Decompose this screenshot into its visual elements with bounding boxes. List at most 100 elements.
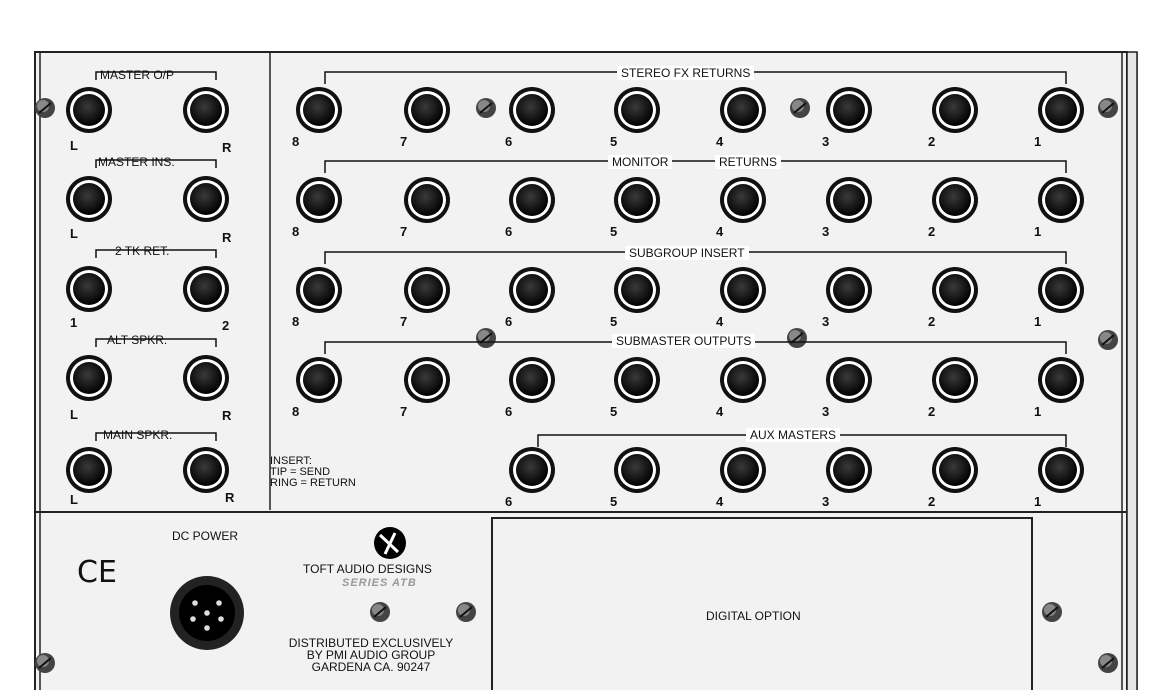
row-jack-monitor-returns[interactable]: [404, 177, 450, 223]
screw-icon: [370, 602, 390, 622]
row-jack-submaster-outputs[interactable]: [614, 357, 660, 403]
row-jack-stereo-fx-returns[interactable]: [296, 87, 342, 133]
row-jack-stereo-fx-returns[interactable]: [1038, 87, 1084, 133]
row-jack-aux-masters[interactable]: [1038, 447, 1084, 493]
jack-number: 7: [400, 404, 408, 419]
two-tk-ret-jack-right[interactable]: [183, 266, 229, 312]
row-jack-subgroup-insert[interactable]: [720, 267, 766, 313]
jack-number: 6: [505, 314, 513, 329]
insert-note: INSERT: TIP = SEND RING = RETURN: [270, 456, 356, 489]
row-jack-submaster-outputs[interactable]: [1038, 357, 1084, 403]
group-bracket: [95, 249, 217, 258]
jack-number: 1: [1034, 134, 1042, 149]
screw-icon: [787, 328, 807, 348]
row-jack-monitor-returns[interactable]: [932, 177, 978, 223]
aux-masters-title: AUX MASTERS: [746, 428, 841, 442]
row-jack-subgroup-insert[interactable]: [932, 267, 978, 313]
row-jack-subgroup-insert[interactable]: [296, 267, 342, 313]
jack-number: 4: [716, 134, 724, 149]
row-jack-monitor-returns[interactable]: [509, 177, 555, 223]
row-jack-aux-masters[interactable]: [826, 447, 872, 493]
main-spkr-l: L: [70, 492, 78, 507]
jack-number: 5: [610, 134, 618, 149]
row-jack-stereo-fx-returns[interactable]: [509, 87, 555, 133]
row-jack-subgroup-insert[interactable]: [614, 267, 660, 313]
jack-number: 7: [400, 314, 408, 329]
jack-number: 2: [928, 494, 936, 509]
dc-power-label: DC POWER: [172, 529, 238, 543]
row-jack-submaster-outputs[interactable]: [296, 357, 342, 403]
master-ins-jack-left[interactable]: [66, 176, 112, 222]
row-jack-monitor-returns[interactable]: [1038, 177, 1084, 223]
screw-icon: [476, 98, 496, 118]
main-spkr-r: R: [225, 490, 235, 505]
row-jack-subgroup-insert[interactable]: [1038, 267, 1084, 313]
row-jack-stereo-fx-returns[interactable]: [932, 87, 978, 133]
row-jack-aux-masters[interactable]: [932, 447, 978, 493]
jack-number: 2: [928, 404, 936, 419]
row-jack-stereo-fx-returns[interactable]: [720, 87, 766, 133]
jack-number: 5: [610, 494, 618, 509]
row-jack-stereo-fx-returns[interactable]: [614, 87, 660, 133]
distributed-line: DISTRIBUTED EXCLUSIVELY: [288, 636, 454, 650]
jack-number: 5: [610, 404, 618, 419]
row-jack-submaster-outputs[interactable]: [720, 357, 766, 403]
master-ins-jack-right[interactable]: [183, 176, 229, 222]
row-jack-monitor-returns[interactable]: [720, 177, 766, 223]
brand-label: TOFT AUDIO DESIGNS: [303, 562, 432, 576]
screw-icon: [456, 602, 476, 622]
jack-number: 3: [822, 404, 830, 419]
row-jack-monitor-returns[interactable]: [826, 177, 872, 223]
group-bracket: [324, 160, 1067, 173]
screw-icon: [1042, 602, 1062, 622]
row-jack-monitor-returns[interactable]: [296, 177, 342, 223]
master-op-r: R: [222, 140, 232, 155]
master-op-jack-right[interactable]: [183, 87, 229, 133]
two-tk-ret-1: 1: [70, 315, 78, 330]
returns-title: RETURNS: [715, 155, 782, 169]
row-jack-submaster-outputs[interactable]: [404, 357, 450, 403]
row-jack-monitor-returns[interactable]: [614, 177, 660, 223]
row-jack-aux-masters[interactable]: [614, 447, 660, 493]
master-ins-r: R: [222, 230, 232, 245]
master-op-title: MASTER O/P: [100, 68, 175, 82]
monitor-title: MONITOR: [608, 155, 673, 169]
dc-power-connector: [170, 576, 244, 650]
row-jack-subgroup-insert[interactable]: [404, 267, 450, 313]
group-bracket: [95, 71, 217, 80]
row-jack-stereo-fx-returns[interactable]: [404, 87, 450, 133]
main-spkr-jack-left[interactable]: [66, 447, 112, 493]
main-spkr-jack-right[interactable]: [183, 447, 229, 493]
master-op-l: L: [70, 138, 78, 153]
toft-logo: [374, 527, 406, 559]
subgroup-insert-title: SUBGROUP INSERT: [625, 246, 749, 260]
row-jack-subgroup-insert[interactable]: [509, 267, 555, 313]
alt-spkr-l: L: [70, 407, 78, 422]
jack-number: 8: [292, 224, 300, 239]
jack-number: 8: [292, 314, 300, 329]
distributed-line: GARDENA CA. 90247: [311, 660, 431, 674]
two-tk-ret-jack-left[interactable]: [66, 266, 112, 312]
row-jack-submaster-outputs[interactable]: [932, 357, 978, 403]
alt-spkr-jack-right[interactable]: [183, 355, 229, 401]
master-ins-l: L: [70, 226, 78, 241]
jack-number: 6: [505, 494, 513, 509]
alt-spkr-jack-left[interactable]: [66, 355, 112, 401]
jack-number: 6: [505, 134, 513, 149]
row-jack-aux-masters[interactable]: [720, 447, 766, 493]
main-spkr-title: MAIN SPKR.: [103, 428, 173, 442]
screw-icon: [476, 328, 496, 348]
row-jack-submaster-outputs[interactable]: [826, 357, 872, 403]
row-jack-submaster-outputs[interactable]: [509, 357, 555, 403]
row-jack-subgroup-insert[interactable]: [826, 267, 872, 313]
jack-number: 7: [400, 224, 408, 239]
jack-number: 3: [822, 134, 830, 149]
jack-number: 8: [292, 134, 300, 149]
row-jack-stereo-fx-returns[interactable]: [826, 87, 872, 133]
screw-icon: [35, 653, 55, 673]
screw-icon: [35, 98, 55, 118]
jack-number: 5: [610, 224, 618, 239]
master-op-jack-left[interactable]: [66, 87, 112, 133]
row-jack-aux-masters[interactable]: [509, 447, 555, 493]
jack-number: 1: [1034, 404, 1042, 419]
